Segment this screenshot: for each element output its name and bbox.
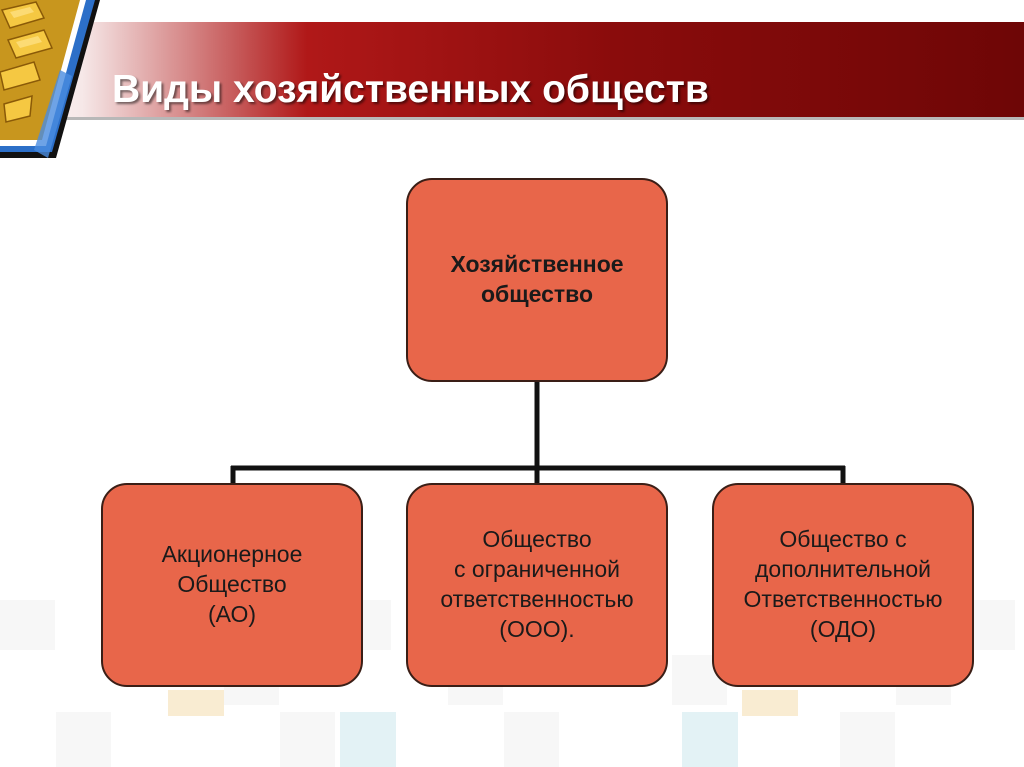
child-node-odo: Общество с дополнительной Ответственност… bbox=[712, 483, 974, 687]
odo-line-1: Общество с bbox=[779, 526, 907, 553]
root-line-1: Хозяйственное bbox=[450, 251, 624, 278]
odo-line-2: дополнительной bbox=[755, 556, 931, 583]
child-node-ooo: Общество с ограниченной ответственностью… bbox=[406, 483, 668, 687]
ooo-line-4: (ООО). bbox=[499, 615, 575, 642]
root-line-2: общество bbox=[480, 281, 594, 307]
ao-line-2: Общество bbox=[177, 571, 287, 598]
title-band bbox=[0, 22, 1024, 120]
title-underline bbox=[60, 117, 1024, 120]
ooo-line-1: Общество bbox=[482, 526, 592, 553]
odo-line-4: (ОДО) bbox=[809, 615, 877, 642]
root-node-box: Хозяйственное общество bbox=[406, 178, 668, 382]
ooo-line-3: ответственностью bbox=[440, 586, 634, 612]
gold-bars-logo bbox=[0, 0, 100, 158]
slide-title: Виды хозяйственных обществ bbox=[112, 68, 709, 111]
ao-line-3: (АО) bbox=[207, 600, 257, 627]
ao-line-1: Акционерное bbox=[161, 541, 303, 568]
child-node-ao: Акционерное Общество (АО) bbox=[101, 483, 363, 687]
odo-line-3: Ответственностью bbox=[743, 586, 943, 612]
ooo-line-2: с ограниченной bbox=[453, 556, 621, 583]
